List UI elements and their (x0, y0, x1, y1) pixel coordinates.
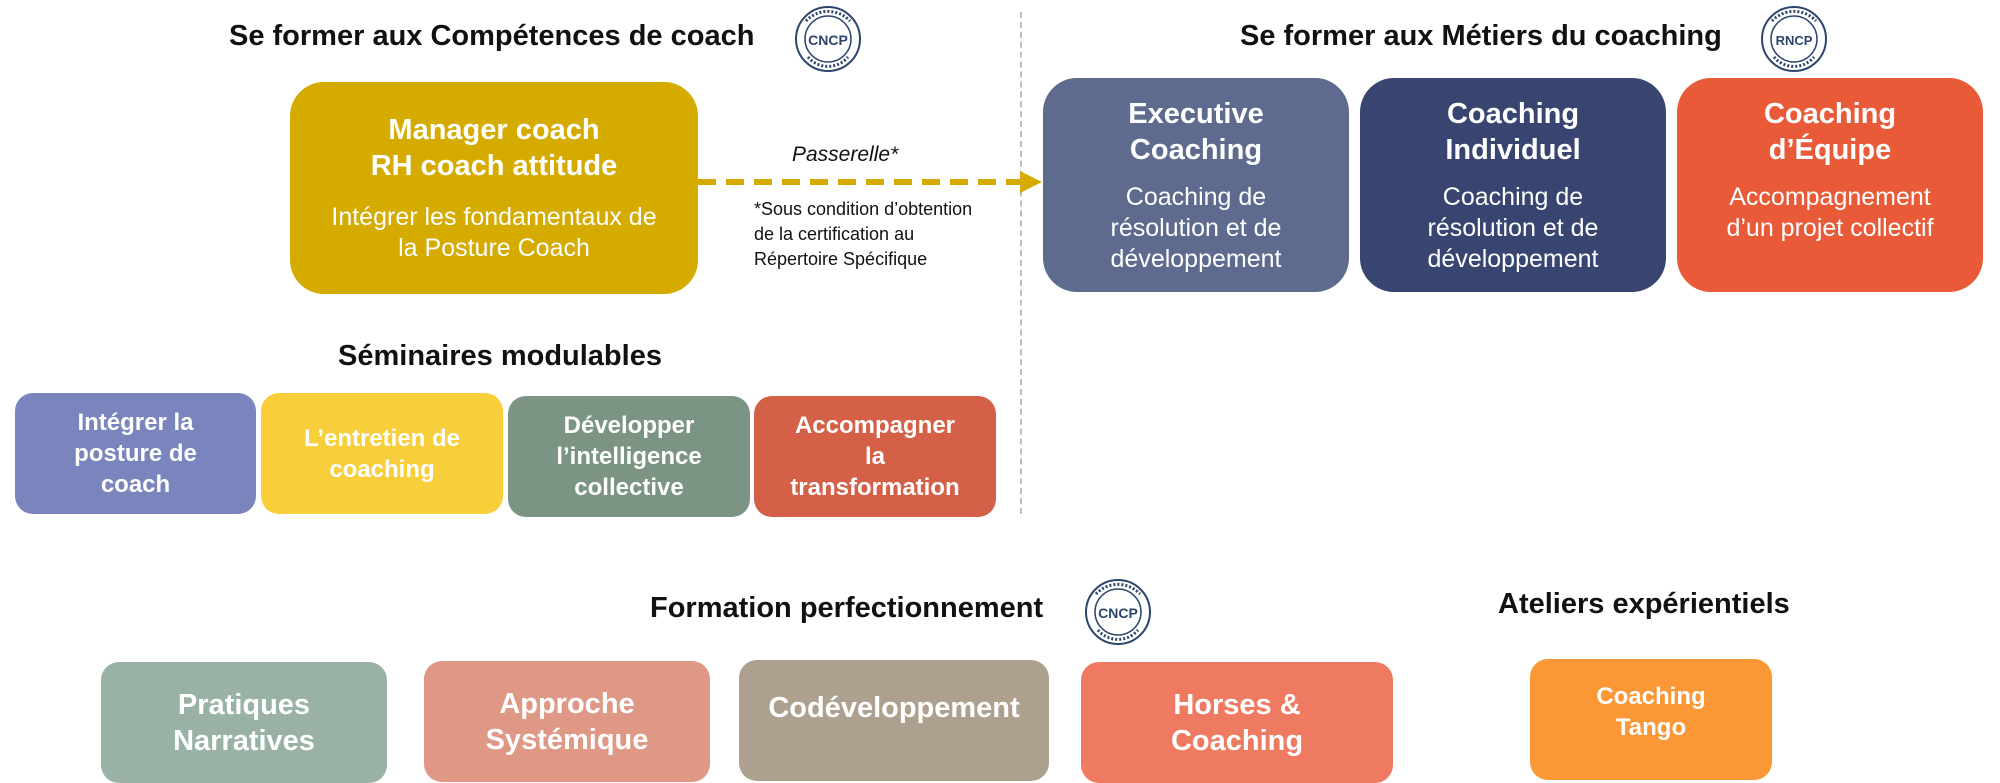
cncp-badge-bottom-text: CNCP (1098, 605, 1138, 621)
coaching-equipe-title: Coaching d’Équipe (1763, 98, 1897, 166)
coaching-individuel-title: Coaching Individuel (1445, 97, 1581, 166)
seminar-intelligence-box[interactable]: Développer l’intelligence collective (508, 396, 750, 517)
coaching-individuel-box[interactable]: Coaching Individuel Coaching de résoluti… (1360, 78, 1666, 292)
cncp-badge-text: CNCP (808, 32, 848, 48)
heading-perfectionnement: Formation perfectionnement (650, 592, 1044, 624)
section-divider (1020, 12, 1022, 514)
pratiques-narratives-box[interactable]: Pratiques Narratives (101, 662, 387, 783)
rncp-badge-icon: RNCP (1761, 6, 1827, 72)
executive-coaching-box[interactable]: Executive Coaching Coaching de résolutio… (1043, 78, 1349, 292)
cncp-badge-icon: CNCP (795, 6, 861, 72)
seminar-posture-box[interactable]: Intégrer la posture de coach (15, 393, 256, 514)
approche-systemique-box[interactable]: Approche Systémique (424, 661, 710, 782)
manager-coach-subtitle: Intégrer les fondamentaux de la Posture … (331, 203, 657, 262)
passerelle-note: *Sous condition d’obtention de la certif… (754, 199, 973, 269)
manager-coach-box[interactable]: Manager coach RH coach attitude Intégrer… (290, 82, 698, 294)
executive-coaching-subtitle: Coaching de résolution et de développeme… (1110, 182, 1282, 273)
codeveloppement-box[interactable]: Codéveloppement (739, 660, 1049, 781)
coaching-tango-box[interactable]: Coaching Tango (1530, 659, 1772, 780)
seminar-transformation-box[interactable]: Accompagner la transformation (754, 396, 996, 517)
coaching-equipe-box[interactable]: Coaching d’Équipe Accompagnement d’un pr… (1677, 78, 1983, 292)
horses-coaching-box[interactable]: Horses & Coaching (1081, 662, 1393, 783)
heading-seminaires: Séminaires modulables (338, 340, 662, 372)
manager-coach-title: Manager coach RH coach attitude (370, 114, 618, 182)
executive-coaching-title: Executive Coaching (1128, 97, 1264, 166)
coaching-equipe-subtitle: Accompagnement d’un projet collectif (1726, 183, 1934, 242)
heading-competences: Se former aux Compétences de coach (229, 20, 755, 52)
rncp-badge-text: RNCP (1776, 33, 1813, 48)
seminar-entretien-box[interactable]: L’entretien de coaching (261, 393, 503, 514)
passerelle-label: Passerelle* (792, 143, 899, 166)
coaching-individuel-subtitle: Coaching de résolution et de développeme… (1427, 182, 1599, 273)
heading-ateliers: Ateliers expérientiels (1498, 588, 1790, 620)
heading-metiers: Se former aux Métiers du coaching (1240, 20, 1722, 52)
passerelle-arrow-icon (698, 171, 1042, 193)
cncp-badge-bottom-icon: CNCP (1085, 579, 1151, 645)
